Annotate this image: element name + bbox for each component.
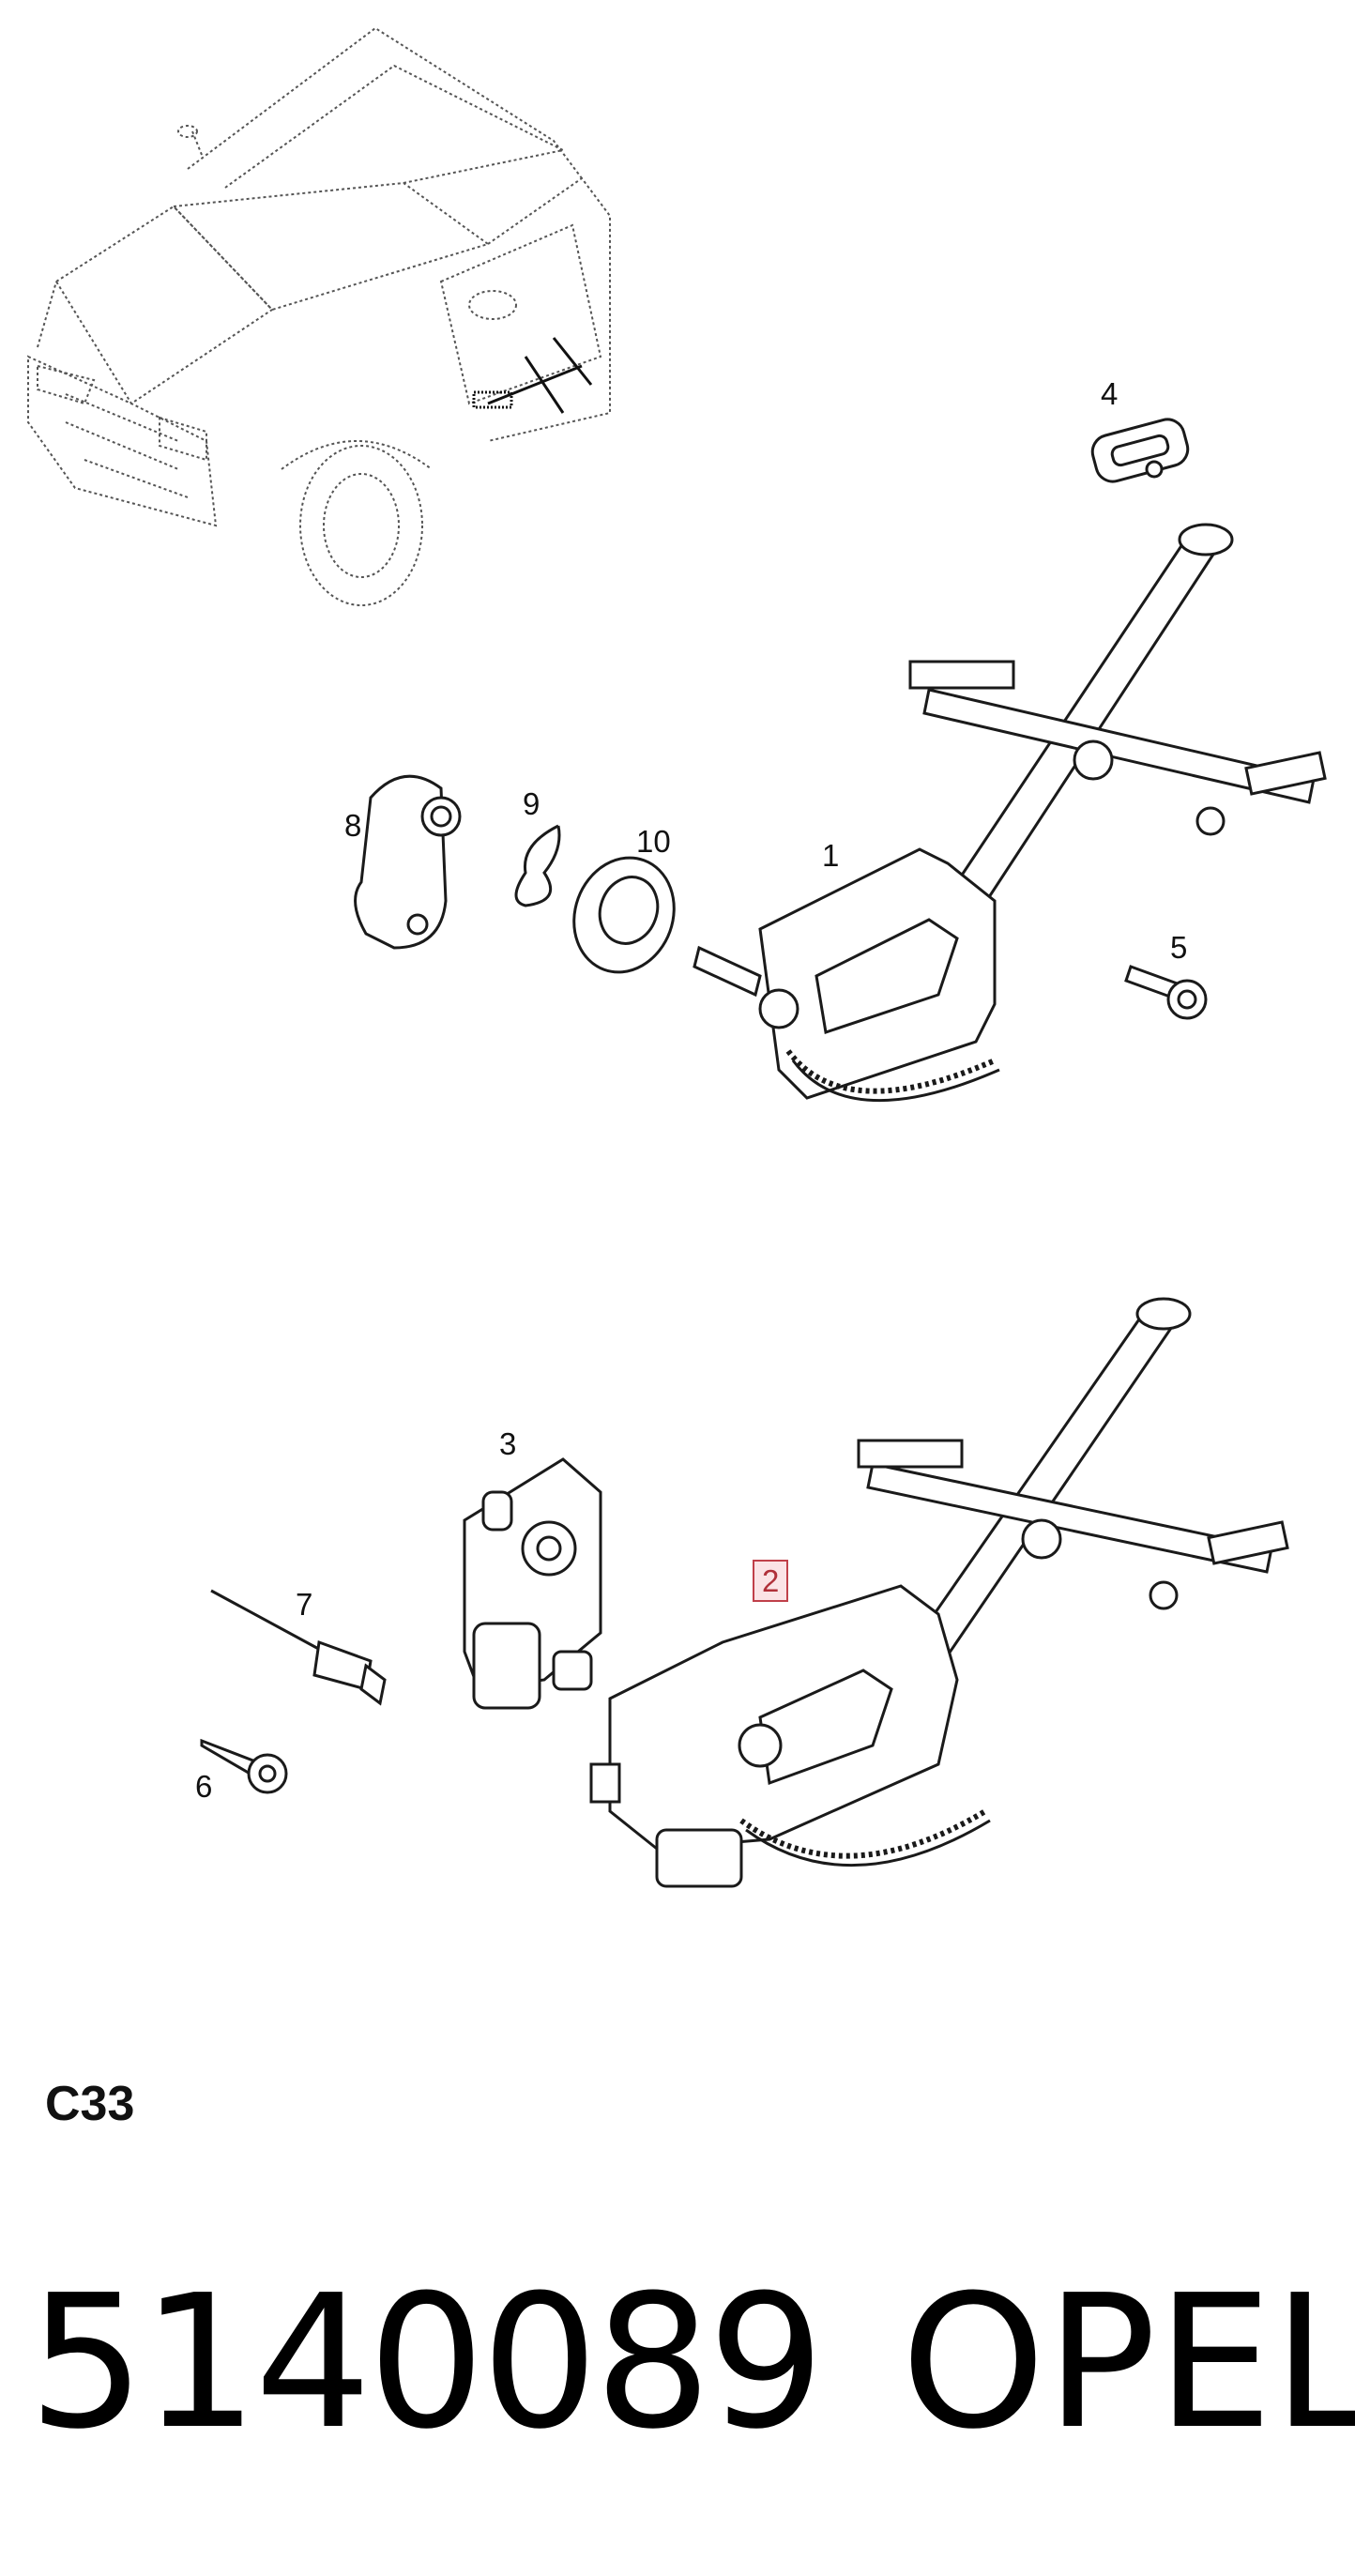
part-1-manual-regulator <box>693 523 1327 1103</box>
part-3-motor <box>463 1457 602 1710</box>
car-regulator-location-marker <box>472 337 593 414</box>
part-9-spring-clip <box>514 824 561 907</box>
part-4-clip <box>1090 418 1190 483</box>
part-7-rivet <box>210 1589 387 1706</box>
callout-10: 10 <box>636 824 671 859</box>
callout-2-highlighted[interactable]: 2 <box>753 1560 789 1602</box>
callout-6: 6 <box>195 1769 213 1804</box>
callout-5: 5 <box>1170 930 1188 965</box>
part-2-electric-regulator <box>589 1297 1289 1888</box>
section-code: C33 <box>45 2077 135 2131</box>
callout-8: 8 <box>344 808 362 843</box>
part-number: 5140089 <box>28 2256 825 2470</box>
part-5-screw <box>1124 965 1208 1020</box>
part-8-crank-handle <box>354 774 462 950</box>
part-6-tapping-screw <box>200 1738 288 1794</box>
brand-name: OPEL <box>901 2256 1355 2470</box>
callout-7: 7 <box>296 1587 313 1622</box>
car-outline-illustration <box>27 26 611 606</box>
callout-1: 1 <box>822 838 840 873</box>
callout-9: 9 <box>523 786 540 821</box>
callout-3: 3 <box>499 1426 517 1461</box>
part-10-washer <box>572 856 676 974</box>
callout-4: 4 <box>1101 376 1119 411</box>
